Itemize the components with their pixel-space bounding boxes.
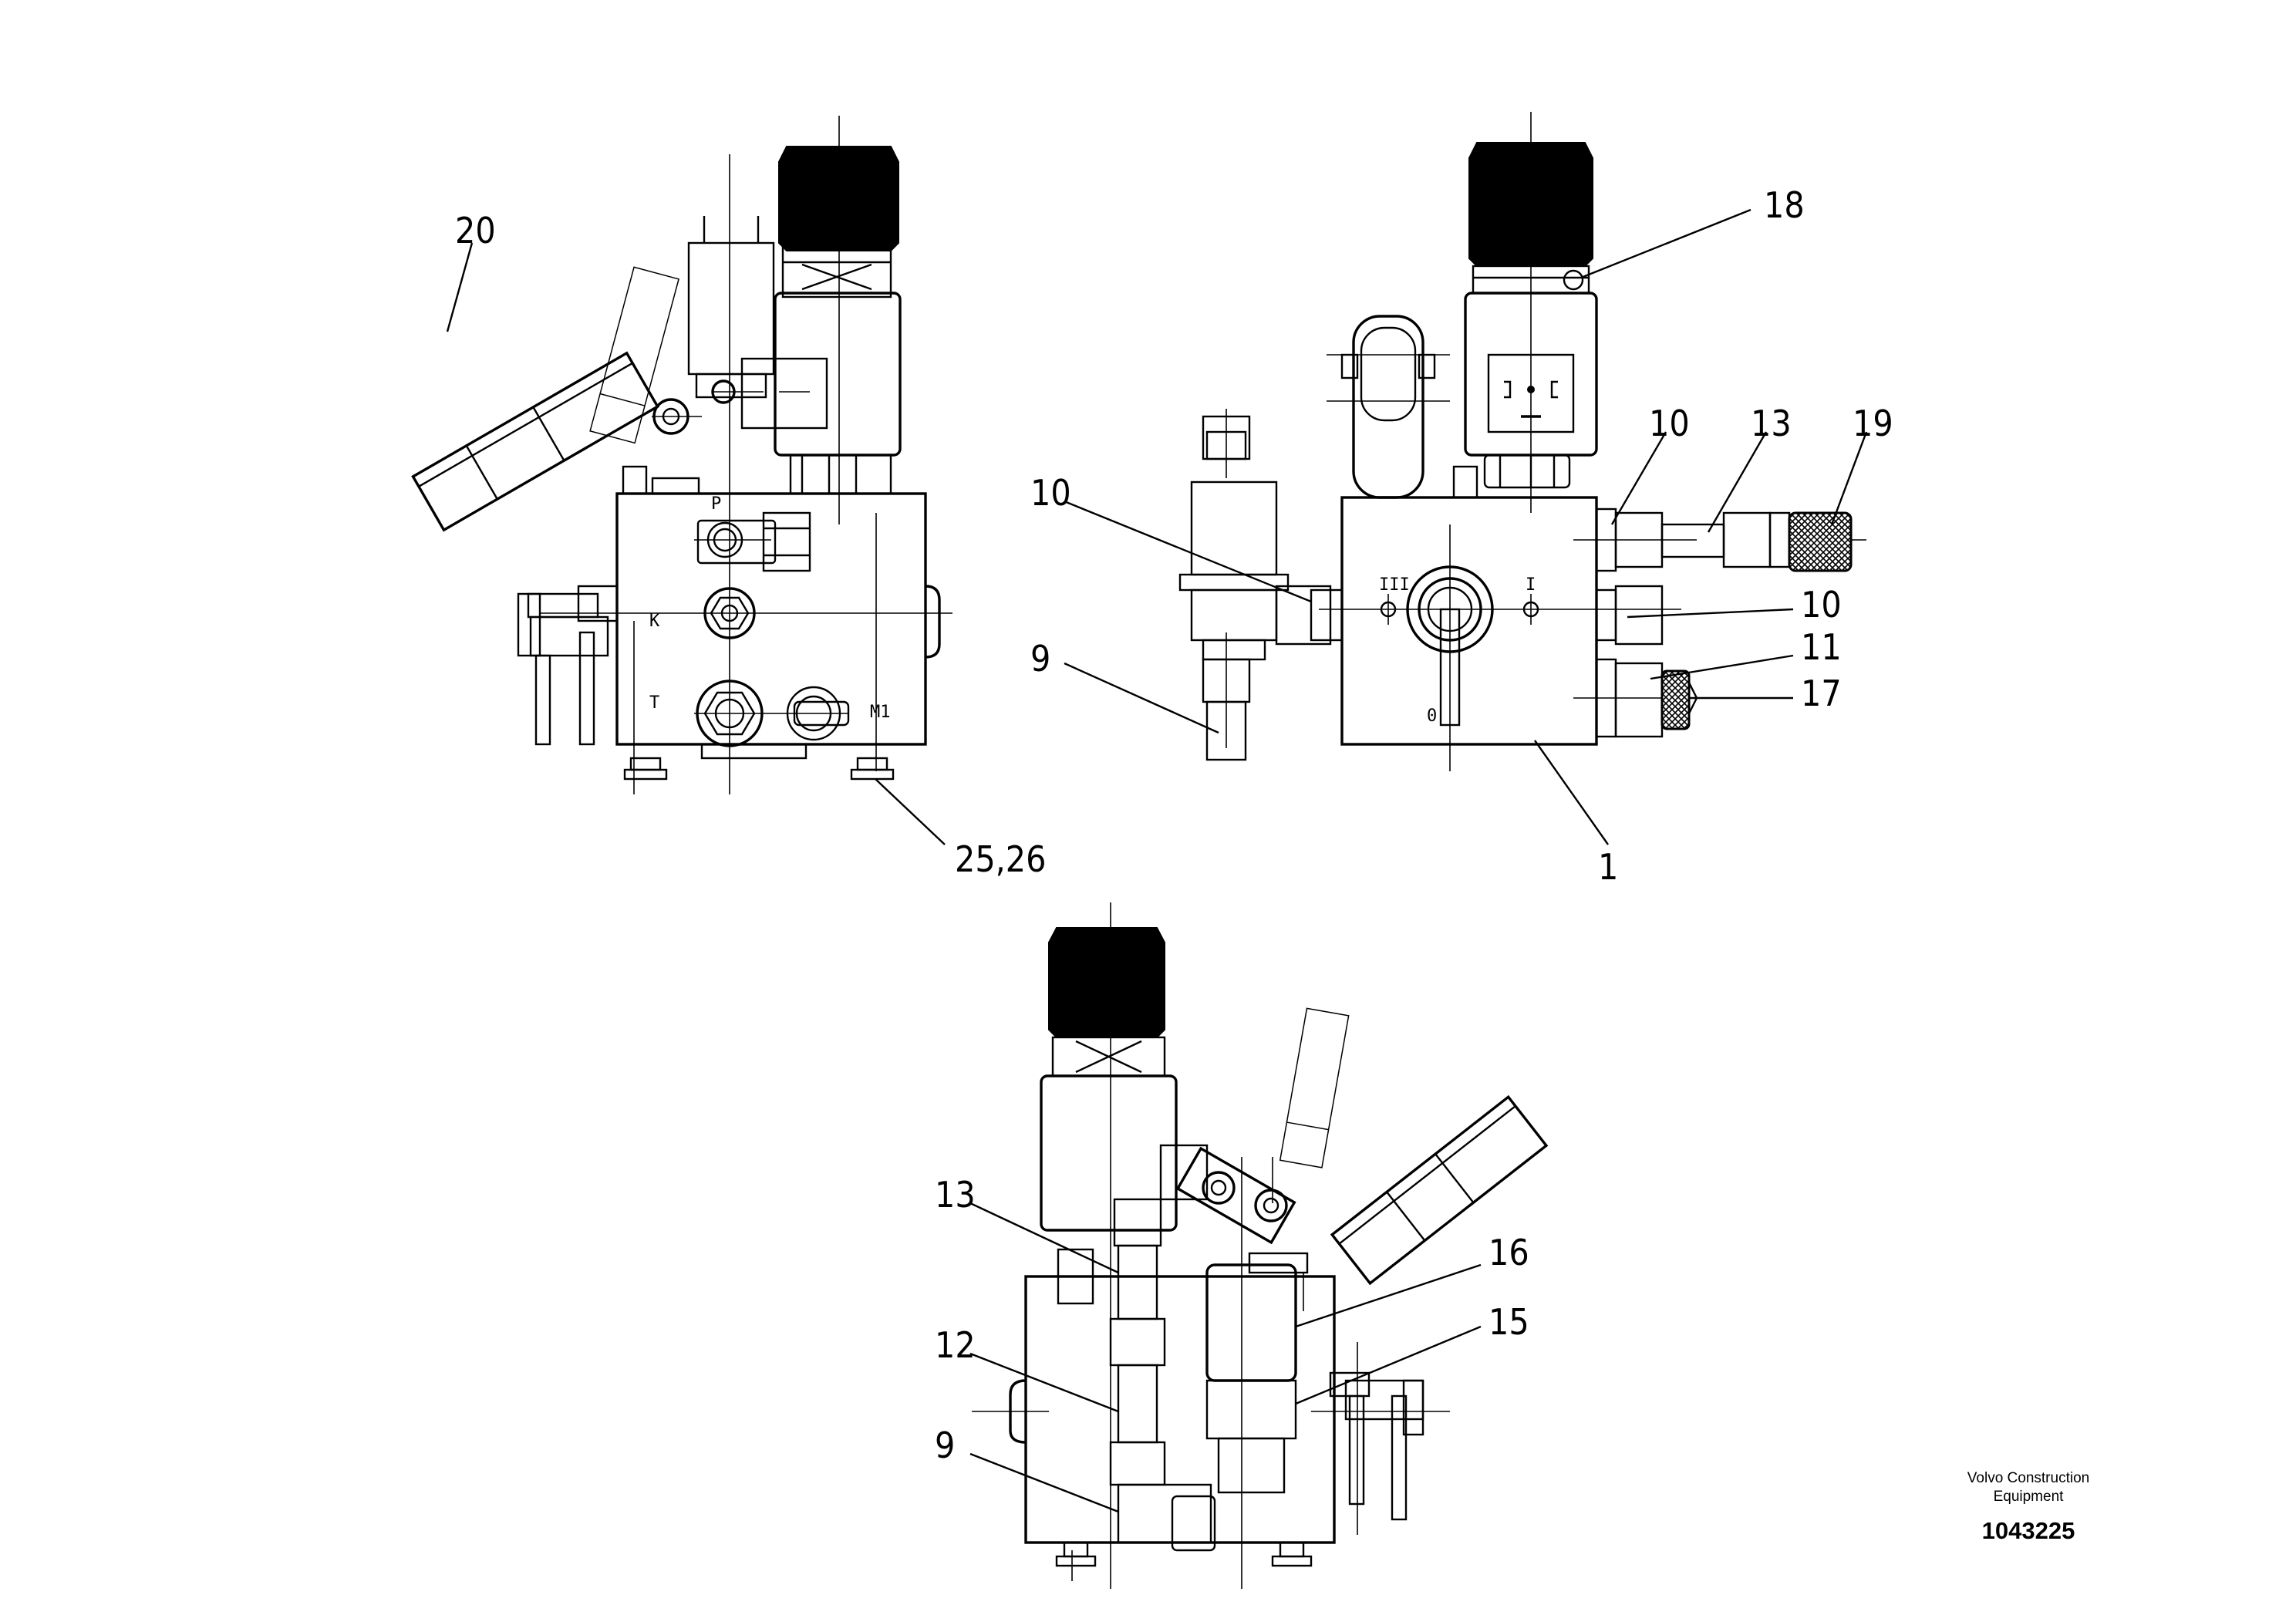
- callout-19: 19: [1853, 403, 1893, 444]
- callout-20: 20: [455, 210, 496, 251]
- callout-10-left: 10: [1030, 472, 1071, 514]
- port-label-k: K: [649, 612, 660, 631]
- callout-15: 15: [1489, 1301, 1529, 1343]
- valve-left-view: P K T M1 20 25,26: [411, 116, 1046, 880]
- brand-line-1: Volvo Construction: [1967, 1470, 2090, 1486]
- callout-13-bottom: 13: [935, 1174, 976, 1216]
- callout-12: 12: [935, 1324, 976, 1366]
- callout-1: 1: [1598, 846, 1618, 888]
- port-label-p: P: [711, 494, 721, 514]
- callout-10-right: 10: [1801, 584, 1842, 626]
- callout-9-bottom: 9: [935, 1425, 955, 1466]
- callout-17: 17: [1801, 673, 1842, 714]
- callout-9: 9: [1030, 638, 1050, 679]
- callout-16: 16: [1489, 1232, 1529, 1273]
- callout-10-top: 10: [1649, 403, 1690, 444]
- drawing-number: 1043225: [1981, 1517, 2075, 1544]
- valve-bottom-view: 13 16 15 12 9: [935, 902, 1549, 1589]
- valve-right-view: III I 0: [1030, 112, 1893, 888]
- port-label-m1: M1: [870, 703, 891, 722]
- callout-11: 11: [1801, 626, 1842, 668]
- callout-18: 18: [1764, 184, 1805, 226]
- port-label-iii: III: [1379, 575, 1410, 595]
- callout-25-26: 25,26: [955, 838, 1046, 880]
- port-label-i: I: [1526, 575, 1536, 595]
- brand-block: Volvo Construction Equipment 1043225: [1913, 1469, 2144, 1544]
- port-label-t: T: [649, 693, 659, 713]
- brand-line-2: Equipment: [1993, 1489, 2064, 1505]
- port-label-0: 0: [1427, 706, 1437, 726]
- callout-13: 13: [1751, 403, 1792, 444]
